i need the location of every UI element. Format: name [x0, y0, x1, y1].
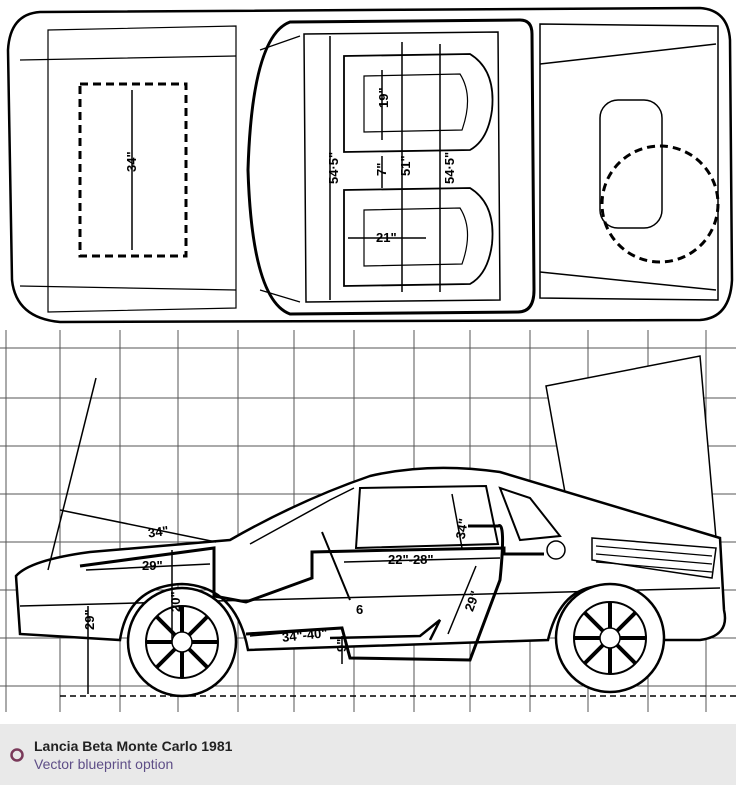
dim-top-seat-depth: 7" [374, 163, 389, 176]
caption-bar [0, 724, 736, 785]
dim-top-width-inner: 51" [398, 155, 413, 176]
dim-top-width-right: 54·5" [442, 152, 457, 184]
dim-side-roof-height: 34" [453, 517, 471, 540]
rear-wheel [554, 582, 666, 694]
dim-side-nose: 29" [142, 558, 163, 573]
top-view-labels: 34" 54·5" 19" 7" 51" 54·5" 21" [124, 87, 457, 245]
radio-ring-icon[interactable] [10, 748, 24, 762]
dim-top-seat-height: 19" [376, 87, 391, 108]
top-view [6, 6, 734, 324]
caption-title: Lancia Beta Monte Carlo 1981 [34, 738, 233, 754]
dim-top-width-left: 54·5" [326, 152, 341, 184]
dim-side-floor-length: 34"-40" [281, 625, 328, 645]
dim-side-front-drop: 29" [82, 609, 97, 630]
dim-side-hood: 34" [147, 523, 170, 541]
side-view [14, 355, 736, 698]
caption-subtitle[interactable]: Vector blueprint option [34, 756, 174, 772]
dim-top-seat-width: 21" [376, 230, 397, 245]
dim-side-floor-gap: 9" [334, 639, 349, 652]
dim-side-seat-back: 29" [462, 589, 483, 614]
dim-top-front-trunk: 34" [124, 151, 139, 172]
dim-side-wheelarch: 20" [168, 591, 183, 612]
dim-side-cabin-length: 22"-28" [388, 552, 434, 567]
dim-side-pedal: 6 [356, 602, 363, 617]
car-blueprint-drawing: 34" 54·5" 19" 7" 51" 54·5" 21" [0, 6, 736, 712]
side-view-labels: 34" 29" 20" 29" 22"-28" 34" 29" 34"-40" … [82, 517, 483, 652]
